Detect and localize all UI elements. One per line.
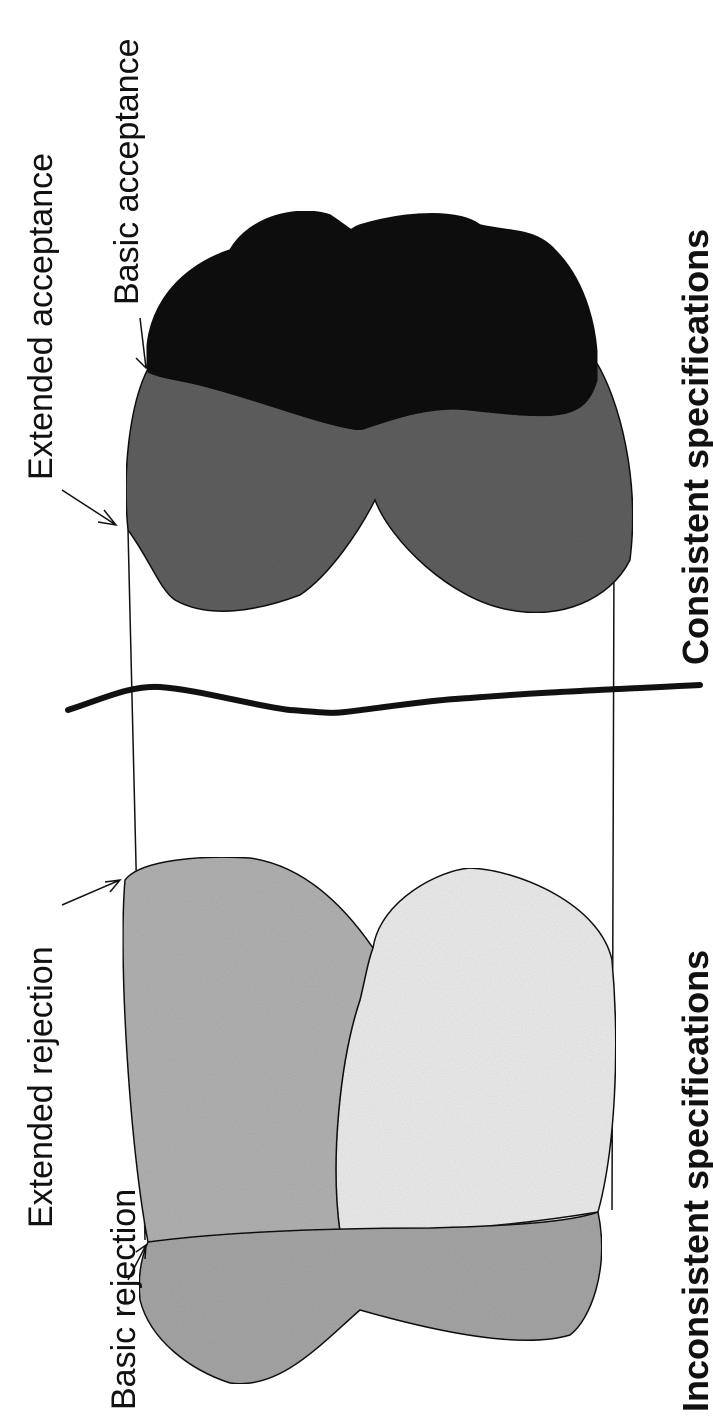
extended-acceptance-arrow	[62, 490, 116, 525]
extended-rejection-arrow	[62, 880, 120, 905]
extended-rejection-label: Extended rejection	[22, 946, 60, 1228]
basic-rejection-label: Basic rejection	[105, 1189, 143, 1410]
extended-rejection-region	[123, 857, 373, 1242]
consistent-specifications-caption: Consistent specifications	[675, 229, 713, 665]
basic-rejection-region	[139, 1212, 601, 1384]
extended-acceptance-label: Extended acceptance	[22, 153, 60, 480]
inconsistent-remainder-region	[336, 868, 616, 1232]
separator-line	[68, 685, 700, 713]
inconsistent-specifications-caption: Inconsistent specifications	[675, 950, 713, 1412]
basic-acceptance-label: Basic acceptance	[108, 39, 146, 306]
